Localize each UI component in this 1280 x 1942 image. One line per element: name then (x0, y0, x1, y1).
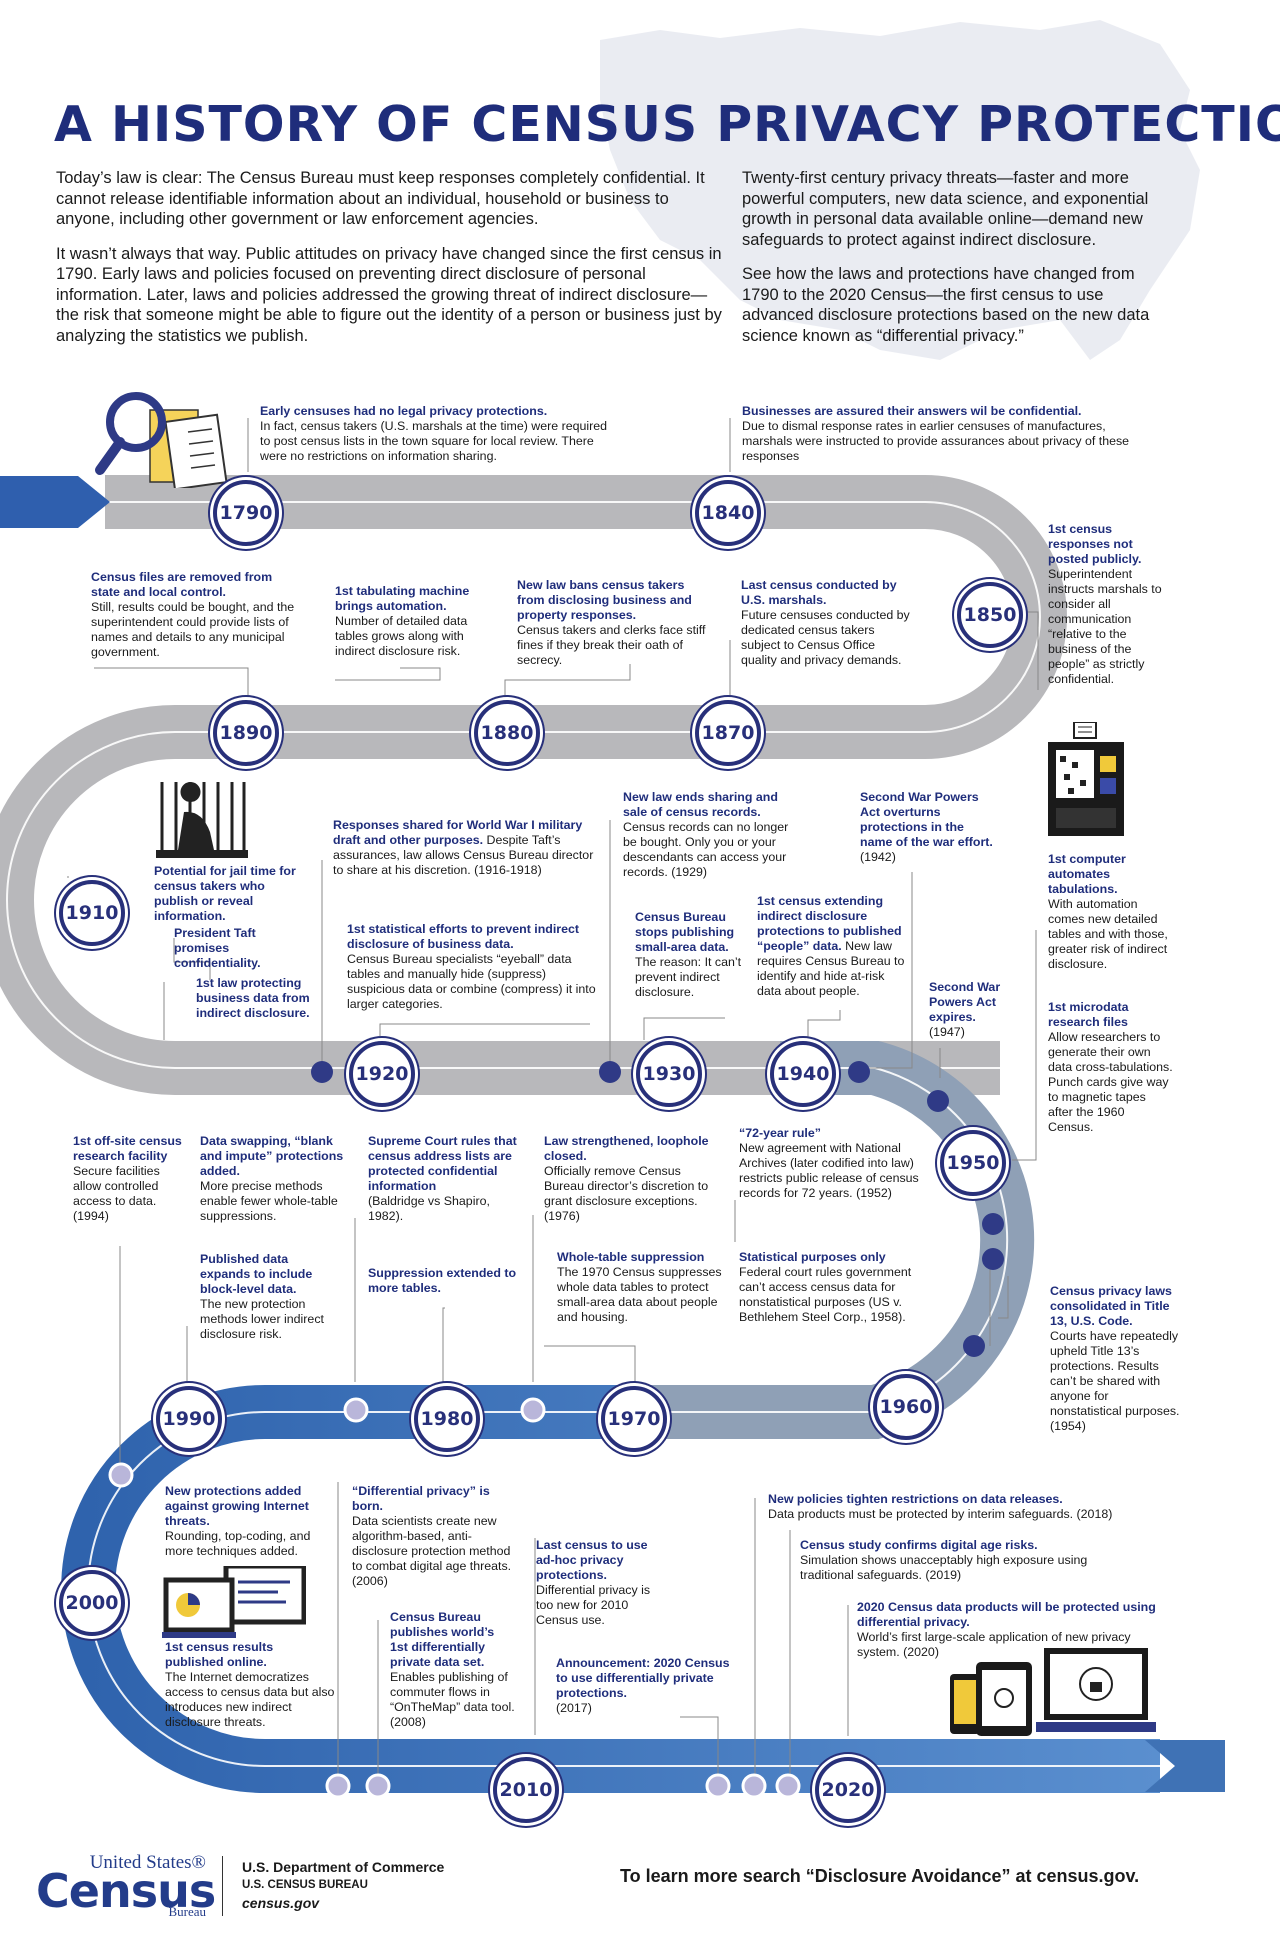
event-1947: Second War Powers Act expires.(1947) (929, 980, 1001, 1039)
event-1950-computer: 1st computer automates tabulations.With … (1048, 852, 1168, 971)
event-1930-sharing: New law ends sharing and sale of census … (623, 790, 789, 879)
event-1880: New law bans census takers from disclosi… (517, 578, 706, 667)
event-1990-block-level: Published data expands to include block-… (200, 1252, 324, 1341)
year-badge-1930: 1930 (636, 1041, 702, 1107)
year-badge-1950: 1950 (940, 1130, 1006, 1196)
event-1910-taft: President Taft promises confidentiality. (174, 926, 261, 970)
event-1840: Businesses are assured their answers wil… (742, 404, 1130, 463)
event-1910-jail: Potential for jail time for census taker… (154, 864, 296, 923)
event-1954-title-13: Census privacy laws consolidated in Titl… (1050, 1284, 1180, 1433)
event-1982-supreme-court: Supreme Court rules that census address … (368, 1134, 517, 1223)
event-2020: 2020 Census data products will be protec… (857, 1600, 1156, 1659)
event-2008: Census Bureau publishes world’s 1st diff… (390, 1610, 515, 1729)
event-72-year-rule: “72-year rule”New agreement with Nationa… (739, 1126, 919, 1200)
event-2000-internet: New protections added against growing In… (165, 1484, 311, 1558)
event-2006: “Differential privacy” is born.Data scie… (352, 1484, 512, 1588)
intro-paragraph: It wasn’t always that way. Public attitu… (56, 244, 722, 345)
magnifier-clipboard-icon (95, 392, 228, 488)
event-1976: Law strengthened, loophole closed.Offici… (544, 1134, 709, 1223)
intro-right: Twenty-first century privacy threats—fas… (742, 168, 1172, 360)
year-badge-1940: 1940 (770, 1041, 836, 1107)
event-1942-war-powers: Second War Powers Act overturns protecti… (860, 790, 993, 864)
jail-icon (156, 782, 248, 858)
us-map-background (600, 20, 1200, 360)
intro-paragraph: Today’s law is clear: The Census Bureau … (56, 169, 705, 228)
event-2010: Last census to use ad-hoc privacy protec… (536, 1538, 651, 1627)
event-1980-suppression: Suppression extended to more tables. (368, 1266, 517, 1295)
event-1890-files: Census files are removed from state and … (91, 570, 295, 659)
year-badge-1870: 1870 (695, 700, 761, 766)
census-bureau-logo: United States® Census Bureau (36, 1852, 216, 1919)
year-badge-1840: 1840 (695, 480, 761, 546)
year-badge-2010: 2010 (493, 1757, 559, 1823)
year-badge-2020: 2020 (815, 1757, 881, 1823)
event-1990-swapping: Data swapping, “blank and impute” protec… (200, 1134, 344, 1223)
event-1930-small-area: Census Bureau stops publishing small-are… (635, 910, 742, 999)
intro-left: Today’s law is clear: The Census Bureau … (56, 168, 726, 360)
intro-paragraph: Twenty-first century privacy threats—fas… (742, 169, 1149, 249)
event-1790: Early censuses had no legal privacy prot… (260, 404, 608, 463)
year-badge-1910: 1910 (59, 880, 125, 946)
event-2018: New policies tighten restrictions on dat… (768, 1492, 1113, 1521)
year-badge-1890: 1890 (213, 700, 279, 766)
year-badge-1960: 1960 (873, 1374, 939, 1440)
computer-icon (1048, 722, 1124, 836)
devices-icon (950, 1648, 1156, 1736)
year-badge-1850: 1850 (957, 582, 1023, 648)
year-badge-1990: 1990 (156, 1386, 222, 1452)
year-badge-1790: 1790 (213, 480, 279, 546)
event-1890-tabulating: 1st tabulating machine brings automation… (335, 584, 470, 658)
event-1920-draft: Responses shared for World War I militar… (333, 818, 594, 877)
laptop-monitor-icon (162, 1566, 306, 1638)
page-title: A HISTORY OF CENSUS PRIVACY PROTECTIONS (54, 96, 1280, 153)
intro-paragraph: See how the laws and protections have ch… (742, 265, 1150, 345)
event-1870: Last census conducted by U.S. marshals.F… (741, 578, 910, 667)
event-2017: Announcement: 2020 Census to use differe… (556, 1656, 730, 1715)
event-1910-business: 1st law protecting business data from in… (196, 976, 310, 1020)
event-1940-people-data: 1st census extending indirect disclosure… (757, 894, 905, 998)
event-2000-online: 1st census results published online.The … (165, 1640, 335, 1729)
footer-divider (222, 1856, 223, 1916)
year-badge-2000: 2000 (59, 1570, 125, 1636)
event-2019: Census study confirms digital age risks.… (800, 1538, 1088, 1582)
year-badge-1920: 1920 (349, 1041, 415, 1107)
event-1920-statistical: 1st statistical efforts to prevent indir… (347, 922, 596, 1011)
footer-organization: U.S. Department of Commerce U.S. CENSUS … (242, 1859, 445, 1911)
year-badge-1970: 1970 (601, 1386, 667, 1452)
year-badge-1980: 1980 (414, 1386, 480, 1452)
event-1850: 1st census responses not posted publicly… (1048, 522, 1162, 686)
footer-cta: To learn more search “Disclosure Avoidan… (620, 1866, 1140, 1886)
year-badge-1880: 1880 (474, 700, 540, 766)
